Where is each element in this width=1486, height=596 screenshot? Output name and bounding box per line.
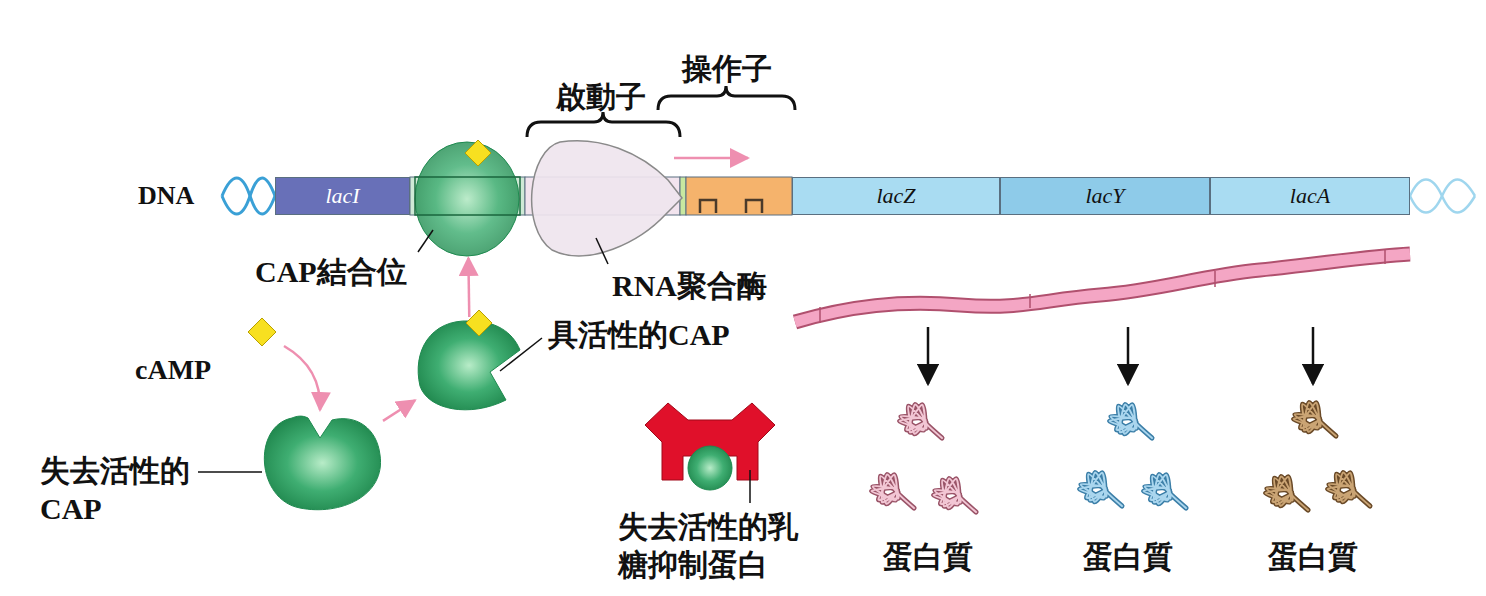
node-label: lacI <box>325 182 359 210</box>
protein-chain-highlight <box>900 405 942 438</box>
protein-node: 蛋白質 <box>870 398 985 528</box>
protein-chain <box>1080 473 1122 506</box>
inactive-cap-shape <box>264 416 380 510</box>
dna-through-cap <box>415 177 520 215</box>
leader-line <box>500 338 542 371</box>
gene-box: lacA <box>1210 177 1410 215</box>
node-label: 蛋白質 <box>1255 538 1370 576</box>
protein-chain <box>1328 473 1370 506</box>
node-label: 蛋白質 <box>870 538 985 576</box>
gene-box: lacZ <box>792 177 1000 215</box>
protein-node: RNA聚合酶 <box>527 140 682 256</box>
protein-chain-highlight <box>1110 405 1152 438</box>
translation-arrows <box>928 327 1313 384</box>
protein-node: 具活性的CAP <box>415 317 525 413</box>
operator-sites <box>700 200 762 213</box>
protein-chain-highlight <box>1080 473 1122 506</box>
node-label: lacZ <box>876 182 915 210</box>
protein-chain-highlight <box>934 479 976 512</box>
gene-box: lacY <box>1000 177 1210 215</box>
protein-chain-highlight <box>1294 403 1336 436</box>
node-shape <box>527 140 682 256</box>
rna-polymerase-shape <box>532 141 682 256</box>
dna-helix-right <box>1410 180 1475 213</box>
node-shape <box>415 317 525 413</box>
protein-node: 失去活性的 CAP <box>258 410 383 512</box>
protein-chain <box>1294 403 1336 436</box>
protein-chain-highlight <box>1144 475 1186 508</box>
operator-segment <box>686 177 792 215</box>
protein-node: 蛋白質 <box>1255 398 1370 528</box>
part-label: DNA <box>138 180 194 213</box>
camp-diamond <box>248 318 276 346</box>
active-cap-shape <box>418 321 520 410</box>
bound-cap-protein <box>415 142 519 256</box>
protein-node: 失去活性的乳 糖抑制蛋白 <box>640 398 780 498</box>
gene-box: lacI <box>275 177 410 215</box>
leader-line <box>198 471 262 473</box>
node-shape <box>258 410 383 512</box>
mrna-strand <box>795 249 1410 323</box>
camp-diamond <box>466 310 492 336</box>
transcription-arrow <box>674 157 748 160</box>
protein-chain <box>1110 405 1152 438</box>
node-label: RNA聚合酶 <box>612 267 767 305</box>
protein-chain-highlight <box>872 475 914 508</box>
node-label: 具活性的CAP <box>548 316 730 354</box>
node-label: 失去活性的 CAP <box>40 452 230 527</box>
node-label: CAP結合位 <box>255 253 407 291</box>
part-label: 啟動子 <box>556 78 646 116</box>
camp-binding-arrow <box>284 346 320 410</box>
part-label: cAMP <box>135 352 211 387</box>
camp-diamond <box>465 140 491 166</box>
node-shape <box>870 398 985 528</box>
protein-chain <box>1266 477 1308 510</box>
operator-brace <box>658 86 795 110</box>
activation-arrow <box>383 400 415 421</box>
leader-line <box>749 470 751 503</box>
protein-chain <box>1144 475 1186 508</box>
activation-arrow <box>467 258 470 317</box>
node-shape <box>1070 398 1185 528</box>
protein-chain-highlight <box>1266 477 1308 510</box>
bound-lactose-inducer <box>688 446 732 490</box>
node-shape <box>640 398 780 498</box>
node-shape <box>1255 398 1370 528</box>
node-shape <box>410 140 525 258</box>
protein-chain <box>900 405 942 438</box>
leader-line <box>596 238 608 264</box>
protein-node: 蛋白質 <box>1070 398 1185 528</box>
protein-chain <box>872 475 914 508</box>
protein-chain-highlight <box>1328 473 1370 506</box>
protein-chain <box>934 479 976 512</box>
node-label: lacY <box>1085 182 1124 210</box>
node-label: 失去活性的乳 糖抑制蛋白 <box>618 508 858 583</box>
promoter-brace <box>527 112 680 137</box>
part-label: 操作子 <box>682 50 772 88</box>
node-label: lacA <box>1290 182 1330 210</box>
leader-line <box>418 230 433 252</box>
protein-node: CAP結合位 <box>410 140 525 258</box>
dna-helix-left <box>222 178 275 214</box>
node-label: 蛋白質 <box>1070 538 1185 576</box>
